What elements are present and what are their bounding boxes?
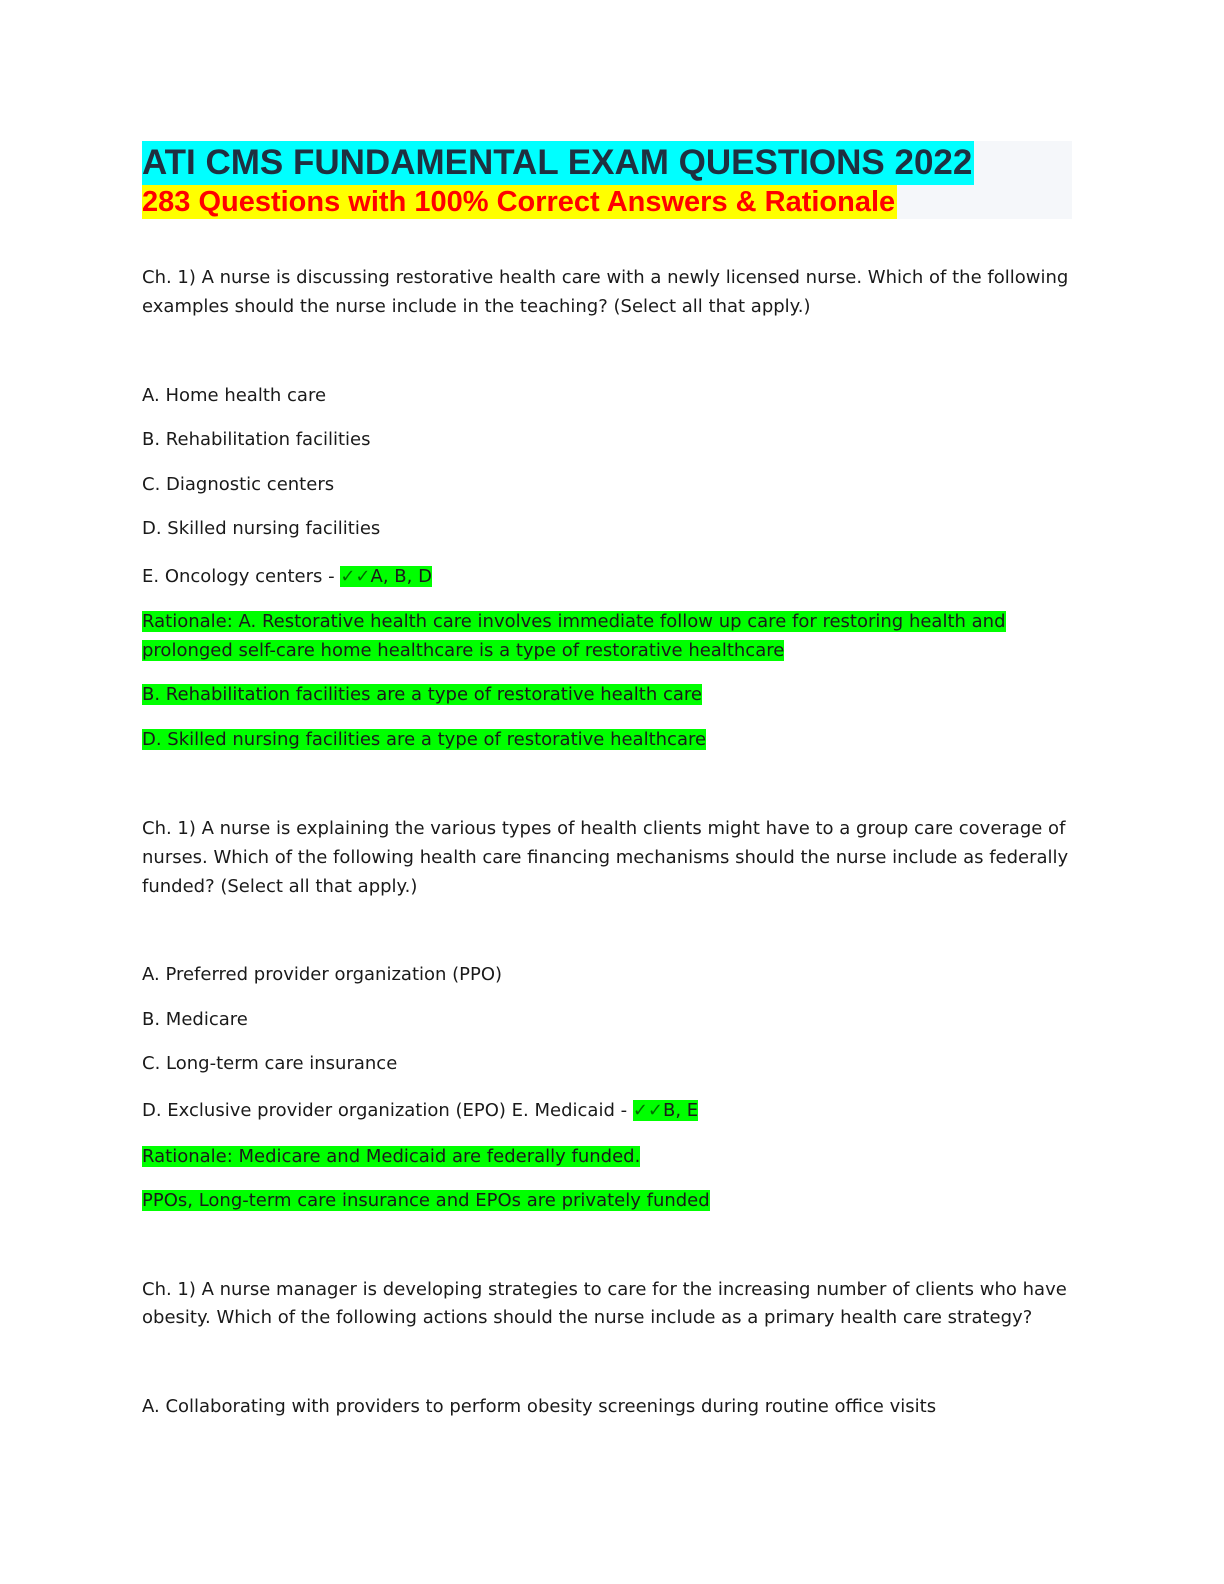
document-subtitle: 283 Questions with 100% Correct Answers … [142,185,898,219]
question-2-rationale-line-2: PPOs, Long-term care insurance and EPOs … [142,1190,710,1211]
question-1-rationale-line-1: Rationale: A. Restorative health care in… [142,611,1006,632]
question-2-answer: ✓✓B, E [632,1100,699,1121]
question-1-option-e-text: E. Oncology centers - [142,566,341,587]
checkmark-icon: ✓✓ [632,1100,663,1121]
question-1-option-d: D. Skilled nursing facilities [142,518,381,539]
question-2-option-c: C. Long-term care insurance [142,1053,398,1074]
question-3-stem-line-1: Ch. 1) A nurse manager is developing str… [142,1279,1067,1300]
question-1-answer: ✓✓A, B, D [340,566,432,587]
question-1-answer-value: A, B, D [370,566,432,587]
question-1-rationale-line-2: prolonged self-care home healthcare is a… [142,640,785,661]
question-2-option-d-e-text: D. Exclusive provider organization (EPO)… [142,1100,633,1121]
question-1-option-c: C. Diagnostic centers [142,474,335,495]
question-2-stem-line-3: funded? (Select all that apply.) [142,876,418,897]
question-2-option-b: B. Medicare [142,1009,248,1030]
checkmark-icon: ✓✓ [340,566,371,587]
question-2-answer-value: B, E [662,1100,699,1121]
question-2-stem-line-2: nurses. Which of the following health ca… [142,847,1069,868]
question-1-stem-line-2: examples should the nurse include in the… [142,296,811,317]
question-1-option-e: E. Oncology centers - ✓✓A, B, D [142,562,432,591]
question-1-option-a: A. Home health care [142,385,327,406]
question-2-option-a: A. Preferred provider organization (PPO) [142,964,503,985]
question-2-stem-line-1: Ch. 1) A nurse is explaining the various… [142,818,1066,839]
question-1-rationale-line-4: D. Skilled nursing facilities are a type… [142,729,707,750]
question-3-option-a: A. Collaborating with providers to perfo… [142,1396,937,1417]
question-2-rationale-line-1: Rationale: Medicare and Medicaid are fed… [142,1146,641,1167]
question-2-option-d-e: D. Exclusive provider organization (EPO)… [142,1096,699,1125]
question-3-stem-line-2: obesity. Which of the following actions … [142,1307,1033,1328]
question-1-option-b: B. Rehabilitation facilities [142,429,371,450]
document-header: ATI CMS FUNDAMENTAL EXAM QUESTIONS 2022 … [142,141,1072,219]
document-title: ATI CMS FUNDAMENTAL EXAM QUESTIONS 2022 [142,141,975,185]
question-1-rationale-line-3: B. Rehabilitation facilities are a type … [142,684,702,705]
question-1-stem-line-1: Ch. 1) A nurse is discussing restorative… [142,267,1069,288]
